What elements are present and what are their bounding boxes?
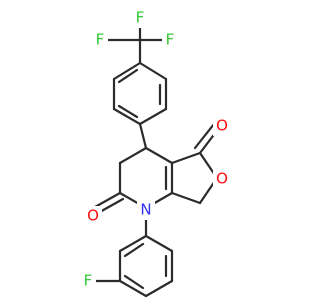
bond-ring2-d xyxy=(144,279,174,298)
oxygen-label-lactone-carbonyl: O xyxy=(216,117,228,135)
label-bg-f-bottom xyxy=(80,271,96,291)
bond-ring2-a xyxy=(118,234,148,253)
label-bg-o-amide xyxy=(84,206,102,226)
fluorophenyl-ring xyxy=(89,234,174,298)
bond-ring2-double-a xyxy=(123,242,145,258)
fluorine-label-left: F xyxy=(96,31,105,49)
molecule-canvas: F F F O O O N F xyxy=(80,8,231,298)
label-bg-f-left xyxy=(92,30,108,50)
fluorine-label-top: F xyxy=(136,9,145,27)
bicyclic-core xyxy=(93,122,221,215)
bond-ring2-c xyxy=(118,279,148,298)
bond-c4a-c5 xyxy=(170,151,202,165)
bond-ring1-c xyxy=(138,107,168,126)
bond-ring2-double-c xyxy=(123,274,145,290)
bond-aryl-to-core xyxy=(138,122,148,150)
bond-c7-c7a xyxy=(170,191,202,205)
bond-c4-c3 xyxy=(118,146,148,165)
label-bg-o-lactone xyxy=(213,116,231,136)
label-bg-o-ring xyxy=(213,169,231,189)
label-bg-f-top xyxy=(132,8,148,28)
bond-c4a-c4 xyxy=(144,146,174,165)
oxygen-label-ring: O xyxy=(216,170,228,188)
bond-lactone-co-2 xyxy=(193,122,216,150)
oxygen-label-amide: O xyxy=(87,207,99,225)
bond-amide-co-2 xyxy=(96,197,125,215)
bond-ring1-f xyxy=(112,61,142,81)
bond-ring1-double-d xyxy=(117,104,139,119)
bond-ring1-d xyxy=(112,107,142,126)
nitrogen-label: N xyxy=(140,201,151,219)
bond-ring1-a xyxy=(138,61,168,81)
molecule-structure: F F F O O O N F xyxy=(80,8,231,298)
fluorine-label-bottom: F xyxy=(84,272,93,290)
atom-labels: F F F O O O N F xyxy=(80,8,231,291)
trifluoromethylphenyl-ring xyxy=(112,61,168,126)
fluorine-label-right: F xyxy=(166,31,175,49)
label-bg-f-right xyxy=(162,30,178,50)
label-bg-n xyxy=(137,200,155,220)
bond-amide-co-1 xyxy=(93,191,122,209)
bond-ring2-f xyxy=(144,234,174,253)
bond-ring1-double-f xyxy=(117,68,139,84)
